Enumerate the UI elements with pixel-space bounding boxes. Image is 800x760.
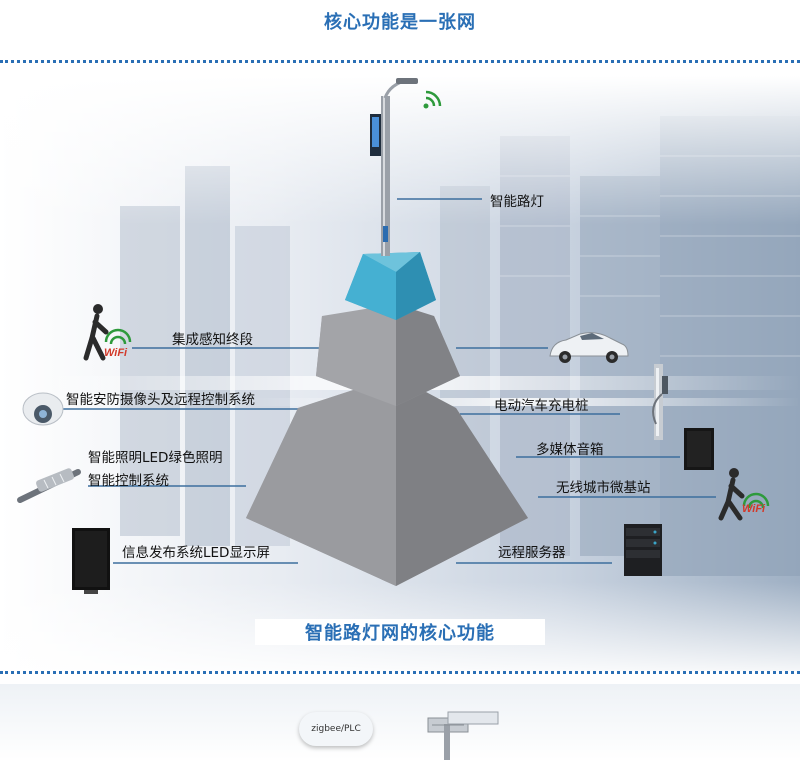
car-icon (549, 332, 629, 363)
multimedia-speaker-icon (684, 428, 714, 470)
security-camera-icon (22, 392, 64, 426)
wifi-badge-left: WiFi (104, 347, 128, 359)
top-dotted-divider (0, 60, 800, 63)
diagram-stage: WiFi WiFi (0, 76, 800, 671)
zigbee-plc-cloud: zigbee/PLC (299, 712, 373, 746)
label-multimedia-speaker: 多媒体音箱 (536, 442, 604, 458)
next-section-preview (0, 684, 800, 760)
bottom-dotted-divider (0, 671, 800, 674)
label-ev-charging: 电动汽车充电桩 (494, 398, 589, 414)
label-smart-control: 智能控制系统 (88, 473, 169, 489)
label-led-display: 信息发布系统LED显示屏 (122, 545, 270, 561)
label-smart-streetlight: 智能路灯 (490, 194, 544, 210)
label-remote-server: 远程服务器 (498, 545, 566, 561)
solar-streetlight-icon (427, 711, 499, 760)
label-security-camera: 智能安防摄像头及远程控制系统 (66, 392, 255, 408)
diagram-caption: 智能路灯网的核心功能 (255, 619, 545, 645)
label-led-green-lighting: 智能照明LED绿色照明 (88, 450, 223, 466)
led-street-lamp-icon (17, 468, 81, 503)
walking-person-wifi-icon-right (718, 468, 770, 521)
wifi-badge-right: WiFi (742, 503, 766, 515)
led-display-screen-icon (72, 528, 110, 594)
label-integrated-sensing: 集成感知终段 (172, 332, 253, 348)
label-wireless-base-station: 无线城市微基站 (556, 480, 651, 496)
pyramid (246, 252, 528, 586)
smart-streetlight-icon (370, 78, 418, 256)
page-title: 核心功能是一张网 (324, 12, 476, 33)
wifi-signal-icon (423, 90, 442, 109)
diagram-canvas: WiFi WiFi (0, 76, 800, 671)
connector-lines (62, 198, 716, 564)
ev-charging-station-icon (652, 364, 668, 440)
remote-server-icon (624, 524, 662, 576)
walking-person-wifi-icon (83, 304, 132, 361)
